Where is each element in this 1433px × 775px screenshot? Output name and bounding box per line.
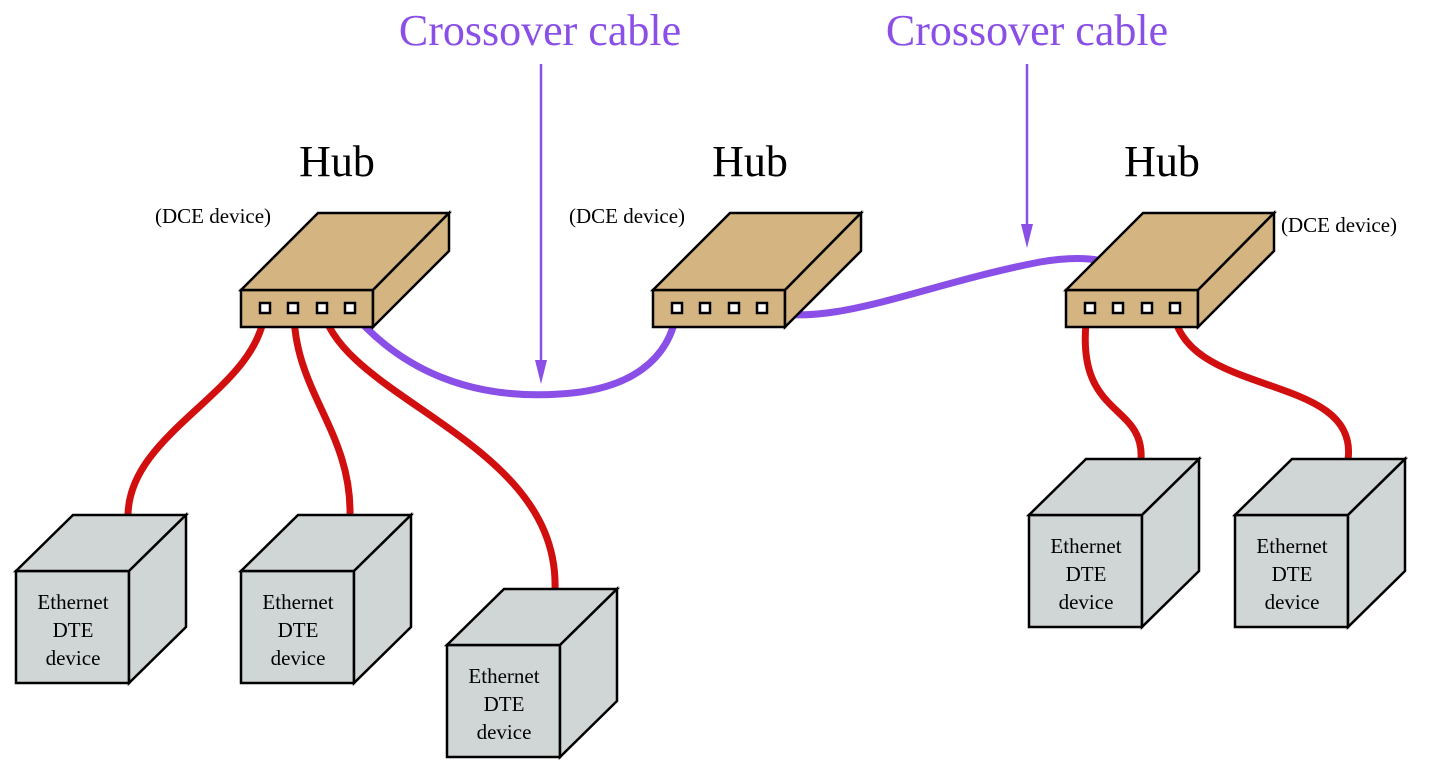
- hub-title-middle: Hub: [712, 137, 788, 186]
- hub-port: [258, 301, 272, 315]
- device-label-line-2: DTE: [1272, 562, 1313, 586]
- straight-cable-2: [290, 303, 354, 520]
- straight-cable-4: [1081, 303, 1145, 464]
- straight-cable-3: [318, 303, 559, 594]
- dte-device-3: Ethernet DTE device: [443, 586, 621, 760]
- device-label-line-3: device: [477, 720, 532, 744]
- hub-port: [1083, 301, 1097, 315]
- dce-label-left: (DCE device): [155, 204, 271, 228]
- device-label-line-3: device: [1265, 590, 1320, 614]
- device-label-line-1: Ethernet: [262, 590, 333, 614]
- dte-device-5: Ethernet DTE device: [1231, 456, 1409, 630]
- device-label-line-3: device: [46, 646, 101, 670]
- dce-label-middle: (DCE device): [569, 204, 685, 228]
- dte-device-1: Ethernet DTE device: [12, 512, 190, 686]
- hub-port: [755, 301, 769, 315]
- device-label-line-3: device: [271, 646, 326, 670]
- straight-cable-1: [124, 303, 269, 520]
- hub-port: [315, 301, 329, 315]
- dce-label-right: (DCE device): [1281, 213, 1397, 237]
- hub-port: [1168, 301, 1182, 315]
- crossover-label-1: Crossover cable: [399, 6, 681, 55]
- hub-port: [1111, 301, 1125, 315]
- device-label-line-1: Ethernet: [468, 664, 539, 688]
- hub-left: [237, 209, 452, 331]
- device-label-line-1: Ethernet: [1256, 534, 1327, 558]
- crossover-cable-1: [346, 306, 681, 399]
- crossover-label-2: Crossover cable: [886, 6, 1168, 55]
- dte-device-4: Ethernet DTE device: [1025, 456, 1203, 630]
- device-label-line-2: DTE: [53, 618, 94, 642]
- device-label-line-1: Ethernet: [37, 590, 108, 614]
- hub-port: [698, 301, 712, 315]
- device-label-line-3: device: [1059, 590, 1114, 614]
- device-label-line-2: DTE: [278, 618, 319, 642]
- straight-cable-5: [1169, 303, 1352, 464]
- hub-middle: [649, 209, 864, 331]
- device-label-line-2: DTE: [1066, 562, 1107, 586]
- hub-port: [727, 301, 741, 315]
- device-label-line-2: DTE: [484, 692, 525, 716]
- hub-port: [1140, 301, 1154, 315]
- crossover-arrow-1: [535, 64, 547, 384]
- dte-device-2: Ethernet DTE device: [237, 512, 415, 686]
- hub-port: [670, 301, 684, 315]
- crossover-arrow-2: [1021, 64, 1033, 248]
- hub-title-right: Hub: [1124, 137, 1200, 186]
- device-label-line-1: Ethernet: [1050, 534, 1121, 558]
- hub-title-left: Hub: [299, 137, 375, 186]
- hub-port: [286, 301, 300, 315]
- hub-right: [1062, 209, 1277, 331]
- hub-port: [343, 301, 357, 315]
